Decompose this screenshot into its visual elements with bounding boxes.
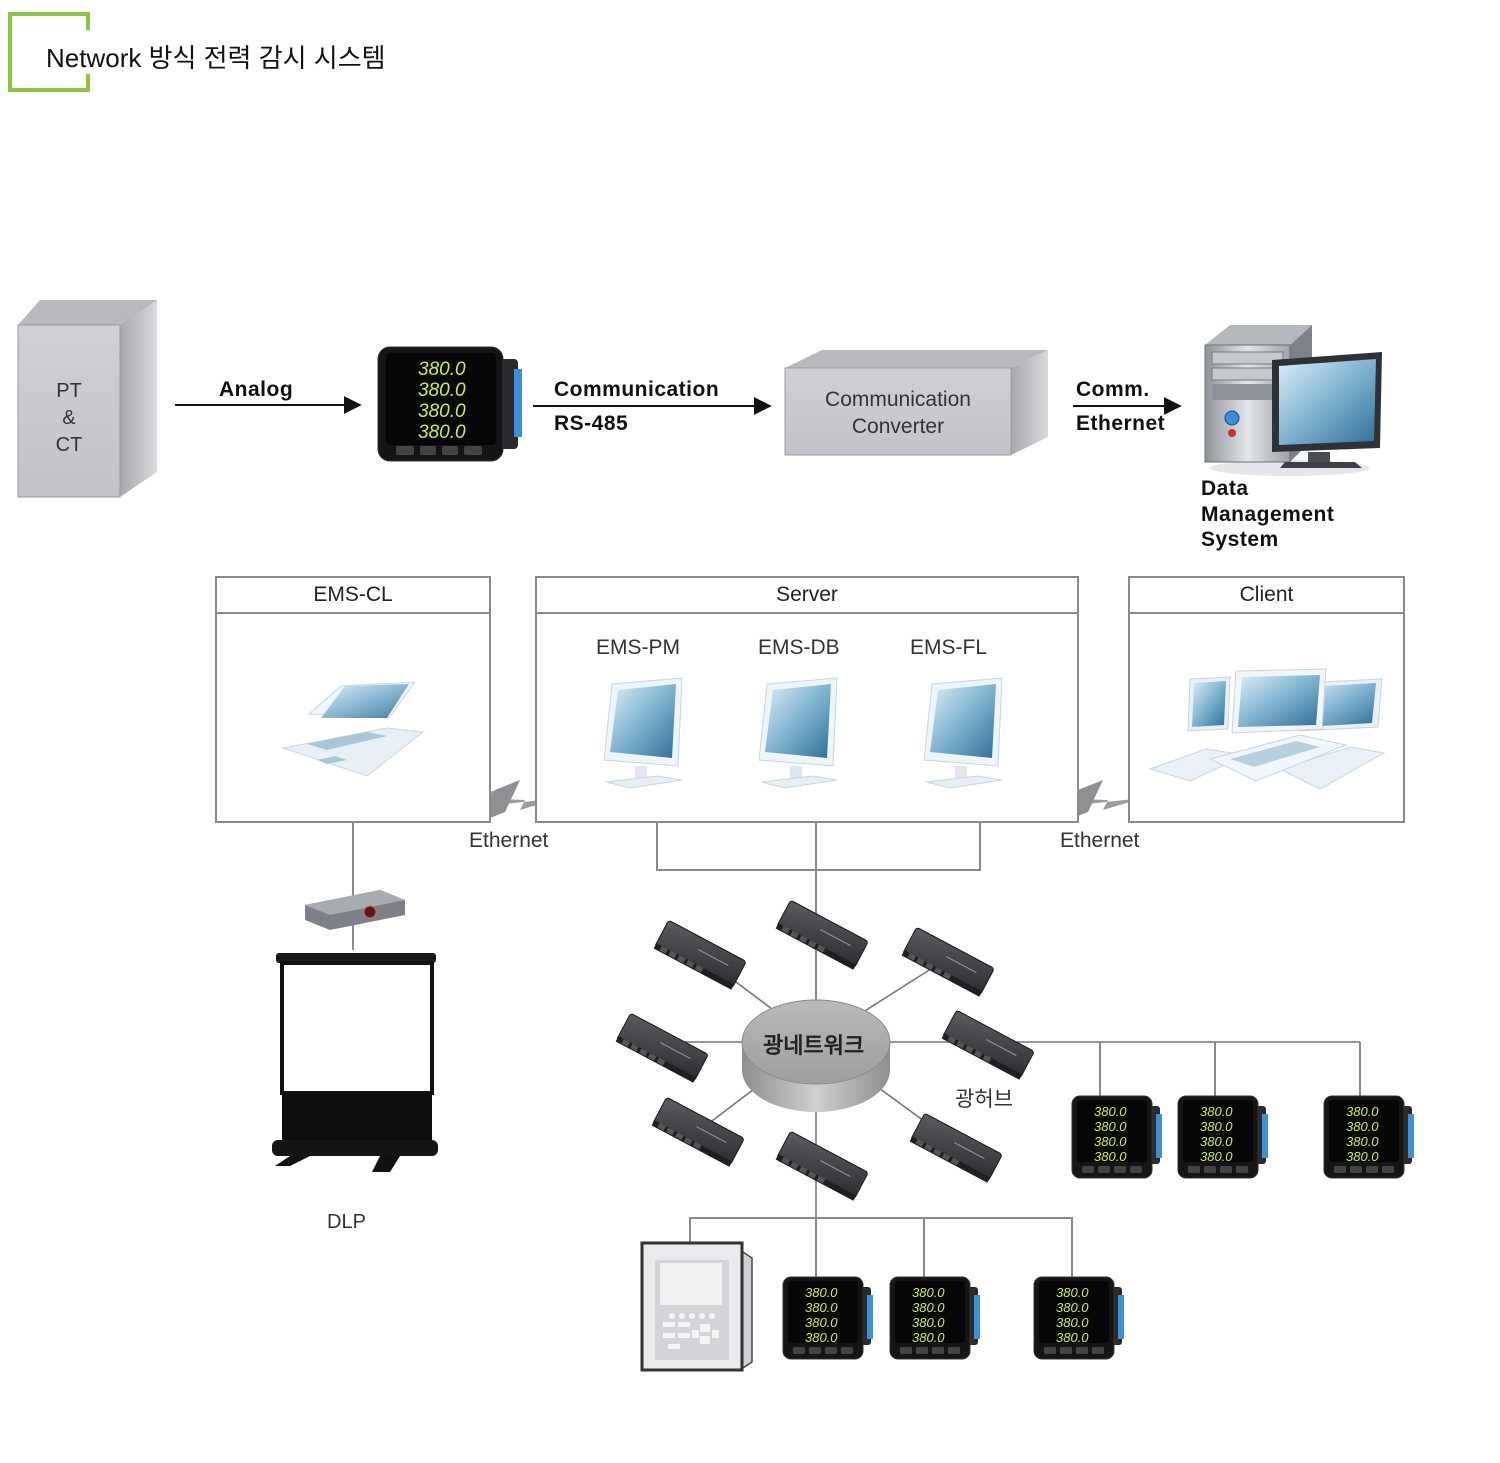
meter-reading: 380.0 bbox=[912, 1300, 945, 1315]
optical-hub-icon bbox=[615, 1013, 708, 1083]
meter-reading: 380.0 bbox=[912, 1315, 945, 1330]
projector-icon bbox=[305, 890, 405, 930]
meter-reading: 380.0 bbox=[1094, 1119, 1127, 1134]
meter-reading: 380.0 bbox=[1200, 1149, 1233, 1164]
meter-reading: 380.0 bbox=[912, 1285, 945, 1300]
client-panel-title: Client bbox=[1130, 578, 1403, 614]
meter-reading: 380.0 bbox=[1200, 1119, 1233, 1134]
right-ethernet-label: Ethernet bbox=[1060, 829, 1140, 852]
left-ethernet-label: Ethernet bbox=[469, 829, 549, 852]
ems-db-monitor-icon bbox=[758, 677, 838, 789]
protection-relay-icon bbox=[640, 1241, 753, 1372]
converter-label-line-2: Converter bbox=[851, 415, 945, 438]
meter-reading: 380.0 bbox=[1200, 1104, 1233, 1119]
optical-network-label: 광네트워크 bbox=[763, 1033, 865, 1058]
meter-reading: 380.0 bbox=[418, 359, 466, 380]
meter-reading: 380.0 bbox=[805, 1300, 838, 1315]
meter-reading: 380.0 bbox=[1346, 1104, 1379, 1119]
optical-hub-label: 광허브 bbox=[955, 1088, 1013, 1111]
meter-reading: 380.0 bbox=[1346, 1134, 1379, 1149]
meter-reading: 380.0 bbox=[418, 401, 466, 422]
meter-reading: 380.0 bbox=[1056, 1300, 1089, 1315]
ems-fl-monitor-icon bbox=[923, 677, 1003, 789]
meter-reading: 380.0 bbox=[912, 1330, 945, 1345]
meter-reading: 380.0 bbox=[1056, 1315, 1089, 1330]
ampersand-label-line: & bbox=[62, 407, 76, 429]
pt-ct-box bbox=[17, 300, 157, 498]
meter-reading: 380.0 bbox=[805, 1315, 838, 1330]
projection-screen-icon bbox=[272, 953, 438, 1172]
meter-reading: 380.0 bbox=[805, 1285, 838, 1300]
dms-label: Data Management System bbox=[1201, 476, 1334, 553]
ems-fl-label: EMS-FL bbox=[910, 636, 988, 659]
optical-hub-icon bbox=[901, 927, 994, 997]
optical-hub-icon bbox=[775, 1131, 868, 1201]
ems-db-label: EMS-DB bbox=[758, 636, 840, 659]
analog-label: Analog bbox=[219, 378, 294, 401]
converter-label-line-1: Communication bbox=[825, 388, 971, 411]
ct-label-line: CT bbox=[55, 434, 83, 456]
server-monitors bbox=[603, 677, 1003, 789]
bottom-meter-bus bbox=[689, 1217, 1073, 1280]
optical-hub-icon bbox=[651, 1097, 744, 1167]
meter-reading: 380.0 bbox=[1094, 1134, 1127, 1149]
dlp-label: DLP bbox=[327, 1211, 366, 1233]
dms-label-line-1: Data bbox=[1201, 477, 1249, 500]
meter-reading: 380.0 bbox=[1056, 1285, 1089, 1300]
ems-pm-label: EMS-PM bbox=[596, 636, 680, 659]
meter-reading: 380.0 bbox=[1200, 1134, 1233, 1149]
comm-label: Comm. bbox=[1076, 378, 1150, 401]
laptop-icon bbox=[281, 681, 425, 777]
meter-reading: 380.0 bbox=[1346, 1119, 1379, 1134]
optical-network-core bbox=[741, 999, 891, 1112]
pt-ct-label: PT & CT bbox=[18, 378, 120, 459]
communication-converter-box bbox=[784, 350, 1048, 456]
page-title: Network 방식 전력 감시 시스템 bbox=[46, 43, 386, 73]
meter-reading: 380.0 bbox=[1094, 1149, 1127, 1164]
client-laptops-icon bbox=[1148, 668, 1386, 790]
pt-label-line: PT bbox=[56, 380, 82, 402]
client-panel: Client bbox=[1128, 576, 1405, 823]
ethernet-top-label: Ethernet bbox=[1076, 412, 1166, 435]
meter-reading: 380.0 bbox=[418, 380, 466, 401]
optical-hub-icon bbox=[941, 1010, 1034, 1080]
optical-hub-icon bbox=[909, 1113, 1002, 1183]
desktop-computer-icon bbox=[1204, 325, 1382, 476]
title-bracket-decoration bbox=[8, 12, 90, 92]
rs485-label: RS-485 bbox=[554, 412, 629, 435]
right-meter-bus bbox=[1099, 1042, 1361, 1100]
optical-hub-icon bbox=[653, 920, 746, 990]
meter-reading: 380.0 bbox=[805, 1330, 838, 1345]
converter-label: Communication Converter bbox=[785, 386, 1011, 440]
communication-label: Communication bbox=[554, 378, 720, 401]
meter-reading: 380.0 bbox=[1346, 1149, 1379, 1164]
meter-reading: 380.0 bbox=[1056, 1330, 1089, 1345]
ems-cl-panel: EMS-CL bbox=[215, 576, 491, 823]
meter-reading: 380.0 bbox=[1094, 1104, 1127, 1119]
dms-label-line-3: System bbox=[1201, 528, 1279, 551]
ems-cl-panel-title: EMS-CL bbox=[217, 578, 489, 614]
dms-label-line-2: Management bbox=[1201, 502, 1335, 526]
server-panel-title: Server bbox=[537, 578, 1077, 614]
optical-hub-icon bbox=[775, 900, 868, 970]
ems-pm-monitor-icon bbox=[603, 677, 683, 789]
meter-reading: 380.0 bbox=[418, 422, 466, 443]
